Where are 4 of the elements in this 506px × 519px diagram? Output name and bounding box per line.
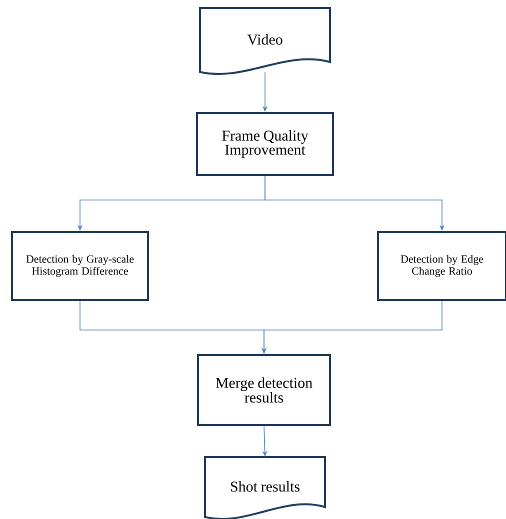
process-box: Detection by Gray-scale Histogram Difference <box>11 231 149 301</box>
process-box: Frame Quality Improvement <box>196 112 334 176</box>
process-box: Merge detection results <box>197 354 331 426</box>
process-box: Detection by Edge Change Ratio <box>377 231 506 301</box>
